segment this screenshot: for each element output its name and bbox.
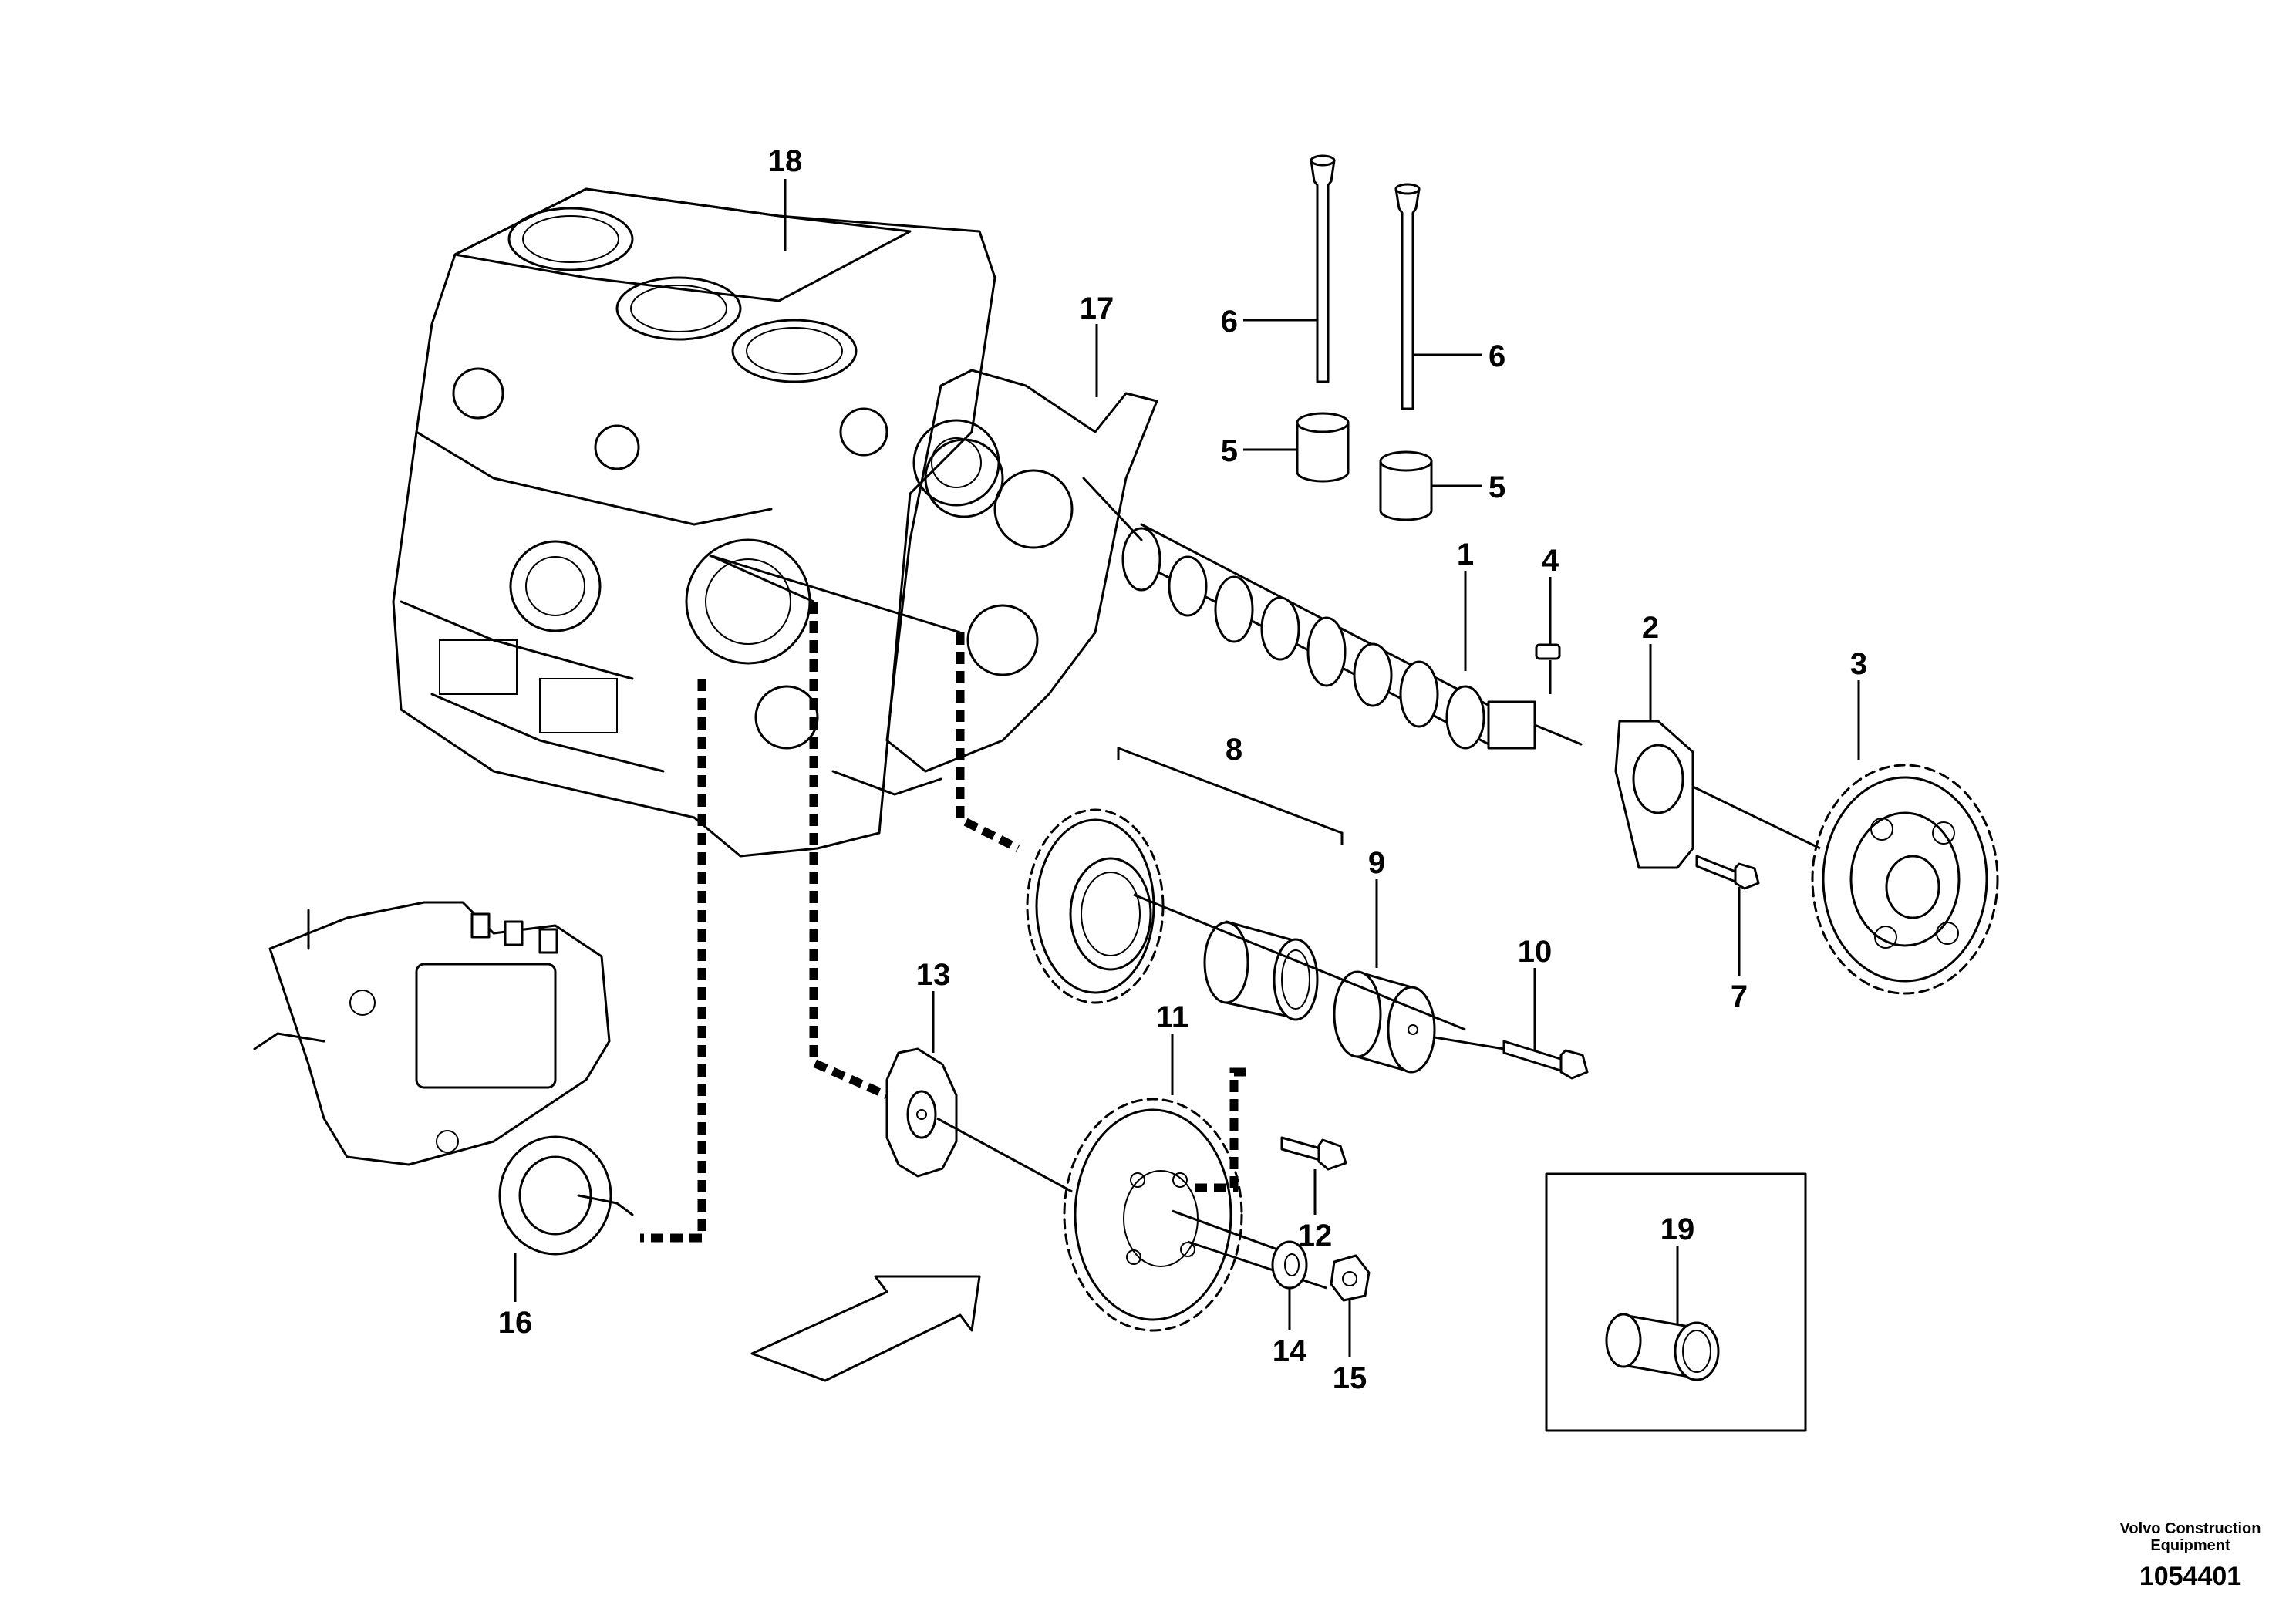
label-2: 2	[1642, 611, 1659, 645]
label-13: 13	[916, 958, 951, 992]
leader-lines	[514, 179, 1860, 1357]
tappet-left	[1296, 412, 1350, 483]
bolt-10	[1502, 1040, 1589, 1080]
drive-gear-11	[1063, 1098, 1243, 1332]
label-15: 15	[1333, 1361, 1367, 1395]
bolt-7	[1695, 855, 1760, 890]
drawing-number: 1054401	[2139, 1562, 2241, 1591]
inset-box	[1545, 1172, 1807, 1432]
nut-15	[1330, 1254, 1371, 1302]
bolt-12	[1280, 1136, 1347, 1171]
footer: Volvo Construction Equipment 1054401	[2120, 1520, 2261, 1591]
label-10: 10	[1518, 935, 1553, 969]
idler-bushing	[1203, 920, 1319, 1021]
label-6b: 6	[1489, 339, 1505, 373]
push-rod-right	[1394, 183, 1421, 410]
label-18: 18	[768, 144, 803, 178]
thrust-plate	[1614, 720, 1694, 869]
bracket-8	[1117, 746, 1344, 845]
bushing-19	[1605, 1313, 1720, 1381]
label-9: 9	[1368, 846, 1385, 880]
part-labels: 18 17 6 6 5 5 1 4 2 3 8 9 10 7 13 11 12 …	[498, 144, 1867, 1395]
label-16: 16	[498, 1306, 533, 1340]
company-line-2: Equipment	[2150, 1537, 2230, 1554]
injection-pump	[253, 901, 634, 1256]
company-line-1: Volvo Construction	[2120, 1520, 2261, 1537]
label-19: 19	[1660, 1212, 1695, 1246]
idler-shaft	[1333, 970, 1436, 1074]
label-14: 14	[1273, 1334, 1307, 1368]
camshaft-gear	[1692, 764, 1999, 995]
label-3: 3	[1850, 647, 1867, 681]
label-11: 11	[1156, 1000, 1188, 1034]
alignment-paths	[640, 602, 1246, 1243]
tappet-right	[1379, 450, 1433, 521]
label-8: 8	[1226, 733, 1242, 767]
flange-13	[885, 1047, 958, 1178]
label-7: 7	[1731, 980, 1748, 1013]
label-5a: 5	[1221, 434, 1238, 468]
label-6a: 6	[1221, 305, 1238, 339]
push-rod-left	[1310, 154, 1336, 383]
view-direction-arrow	[750, 1275, 981, 1382]
idler-gear	[1026, 808, 1165, 1004]
label-5b: 5	[1489, 470, 1505, 504]
label-12: 12	[1298, 1219, 1333, 1253]
woodruff-key	[1535, 643, 1561, 660]
label-4: 4	[1542, 544, 1559, 578]
label-17: 17	[1080, 292, 1114, 325]
label-1: 1	[1457, 538, 1474, 572]
front-plate	[885, 369, 1158, 773]
camshaft	[1082, 477, 1583, 750]
